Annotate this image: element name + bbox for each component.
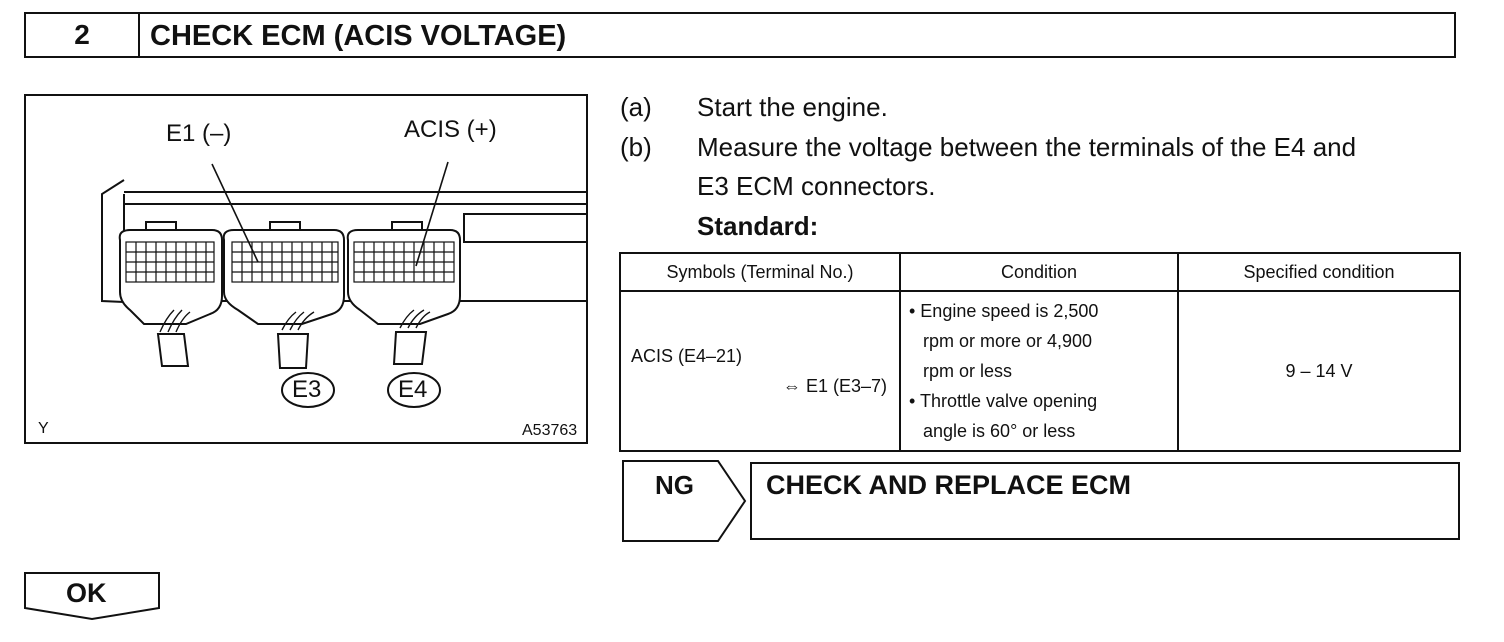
ng-arrow-tag — [622, 460, 747, 542]
connector-blocks — [118, 229, 461, 325]
ng-result-box: CHECK AND REPLACE ECM — [750, 462, 1460, 540]
connector-e3-label: E3 — [292, 376, 322, 403]
terminal-cell: ACIS (E4–21) ⇔ E1 (E3–7) — [619, 290, 901, 452]
step-title: CHECK ECM (ACIS VOLTAGE) — [150, 20, 567, 52]
ecm-connector-illustration: E1 (–) ACIS (+) E3 E4 Y A53763 — [24, 94, 588, 444]
condition-line: angle is 60° or less — [923, 421, 1076, 441]
acis-terminal-label: ACIS (+) — [404, 116, 497, 143]
pin-grids — [125, 241, 455, 283]
column-header-specified: Specified condition — [1177, 252, 1461, 292]
terminal-e1: ⇔ E1 (E3–7) — [782, 376, 887, 396]
ng-tag-label: NG — [655, 470, 694, 500]
e1-ground-label: E1 (–) — [166, 120, 232, 147]
step-b-text-line2: E3 ECM connectors. — [697, 171, 936, 201]
step-a-text: Start the engine. — [697, 92, 888, 122]
condition-line: • Engine speed is 2,500 — [909, 301, 1099, 321]
step-number: 2 — [26, 14, 140, 56]
leader-lines — [211, 161, 449, 267]
wire-harnesses — [156, 331, 428, 369]
connector-id-circles — [281, 372, 441, 408]
step-b-marker: (b) — [620, 132, 652, 162]
figure-id: A53763 — [522, 422, 578, 439]
table-row: ACIS (E4–21) ⇔ E1 (E3–7) • Engine speed … — [619, 290, 1461, 452]
condition-line: • Throttle valve opening — [909, 391, 1098, 411]
connector-e4-label: E4 — [398, 376, 428, 403]
figure-corner-mark: Y — [38, 420, 49, 437]
step-b-text-line1: Measure the voltage between the terminal… — [697, 132, 1357, 162]
table-header-row: Symbols (Terminal No.) Condition Specifi… — [619, 252, 1461, 292]
ecm-connector-drawing — [101, 161, 586, 408]
condition-line: rpm or more or 4,900 — [923, 331, 1093, 351]
condition-cell: • Engine speed is 2,500 rpm or more or 4… — [899, 290, 1179, 452]
specification-table: Symbols (Terminal No.) Condition Specifi… — [619, 252, 1461, 452]
standard-label: Standard: — [697, 211, 819, 241]
terminal-acis: ACIS (E4–21) — [631, 346, 743, 366]
step-header: 2 CHECK ECM (ACIS VOLTAGE) — [24, 12, 1456, 58]
condition-line: rpm or less — [923, 361, 1013, 381]
column-header-symbols: Symbols (Terminal No.) — [619, 252, 901, 292]
ng-result-action: CHECK AND REPLACE ECM — [766, 470, 1132, 500]
step-a-marker: (a) — [620, 92, 652, 122]
ok-tag-label: OK — [66, 578, 107, 608]
specified-value-cell: 9 – 14 V — [1177, 290, 1461, 452]
column-header-condition: Condition — [899, 252, 1179, 292]
ok-arrow-tag — [24, 572, 160, 621]
wire-strands — [159, 309, 431, 333]
